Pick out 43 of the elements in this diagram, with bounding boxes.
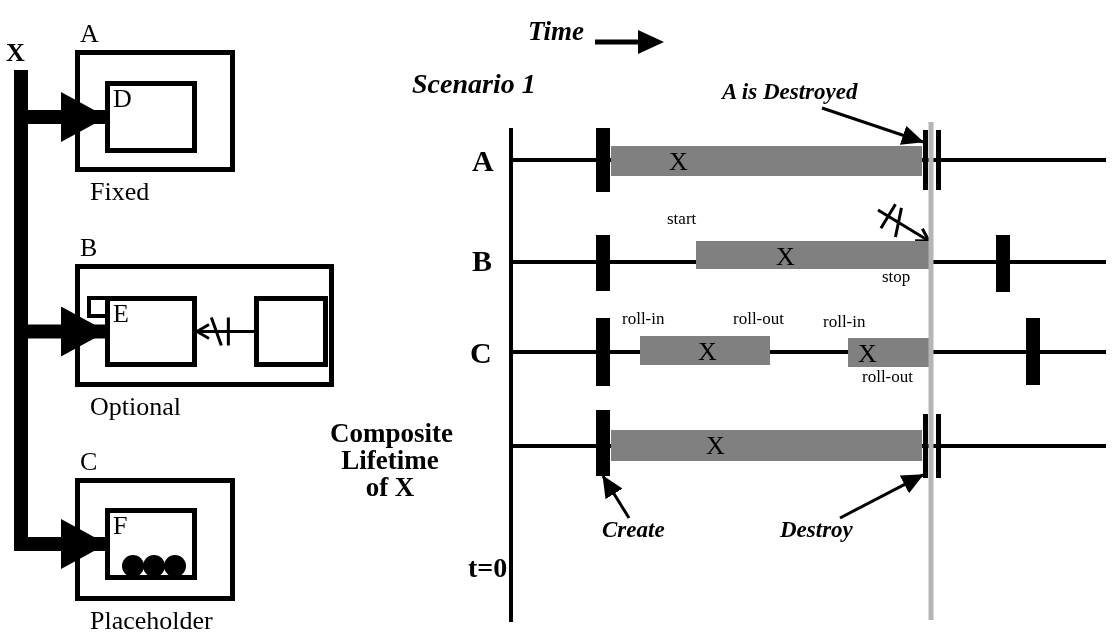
component-box (105, 296, 197, 367)
arrow (876, 202, 931, 243)
component-box (105, 81, 197, 153)
box-caption: Placeholder (90, 608, 213, 634)
box-heading: A (80, 21, 99, 47)
lifetime-tick (596, 410, 610, 476)
bar-label: X (858, 341, 877, 367)
event-label: roll-in (622, 310, 665, 327)
destroy-tick (923, 414, 941, 478)
event-label: start (667, 210, 697, 227)
variable-label: X (6, 40, 36, 70)
box-caption: Optional (90, 394, 181, 420)
row-label: B (472, 246, 492, 276)
event-label: roll-out (862, 368, 913, 385)
bar-label: X (669, 149, 688, 175)
arrow (839, 473, 924, 520)
row-label: C (470, 338, 492, 368)
component-box (105, 508, 197, 580)
bar-label: X (776, 244, 795, 270)
lifetime-bar (611, 146, 922, 176)
lifetime-bar (611, 430, 922, 461)
event-label: roll-in (823, 313, 866, 330)
annotation-label: A is Destroyed (722, 80, 922, 108)
arrow (601, 475, 631, 519)
arrow (195, 316, 256, 347)
axis-label: t=0 (468, 554, 508, 582)
arrow (821, 106, 924, 145)
scenario-title: Scenario 1 (412, 70, 536, 98)
event-label: roll-out (733, 310, 784, 327)
box-heading: B (80, 235, 98, 261)
event-label: stop (882, 268, 911, 285)
annotation-label: Create (602, 518, 692, 546)
axis-title: Time (528, 18, 584, 45)
bar-label: X (698, 339, 717, 365)
box-label: F (113, 513, 128, 539)
box-label: D (113, 86, 132, 112)
box-heading: C (80, 449, 98, 475)
annotation-label: Destroy (780, 518, 880, 546)
box-caption: Fixed (90, 179, 150, 205)
row-label: A (472, 146, 494, 176)
component-box (254, 296, 328, 367)
bar-label: X (706, 433, 725, 459)
box-label: E (113, 301, 129, 327)
